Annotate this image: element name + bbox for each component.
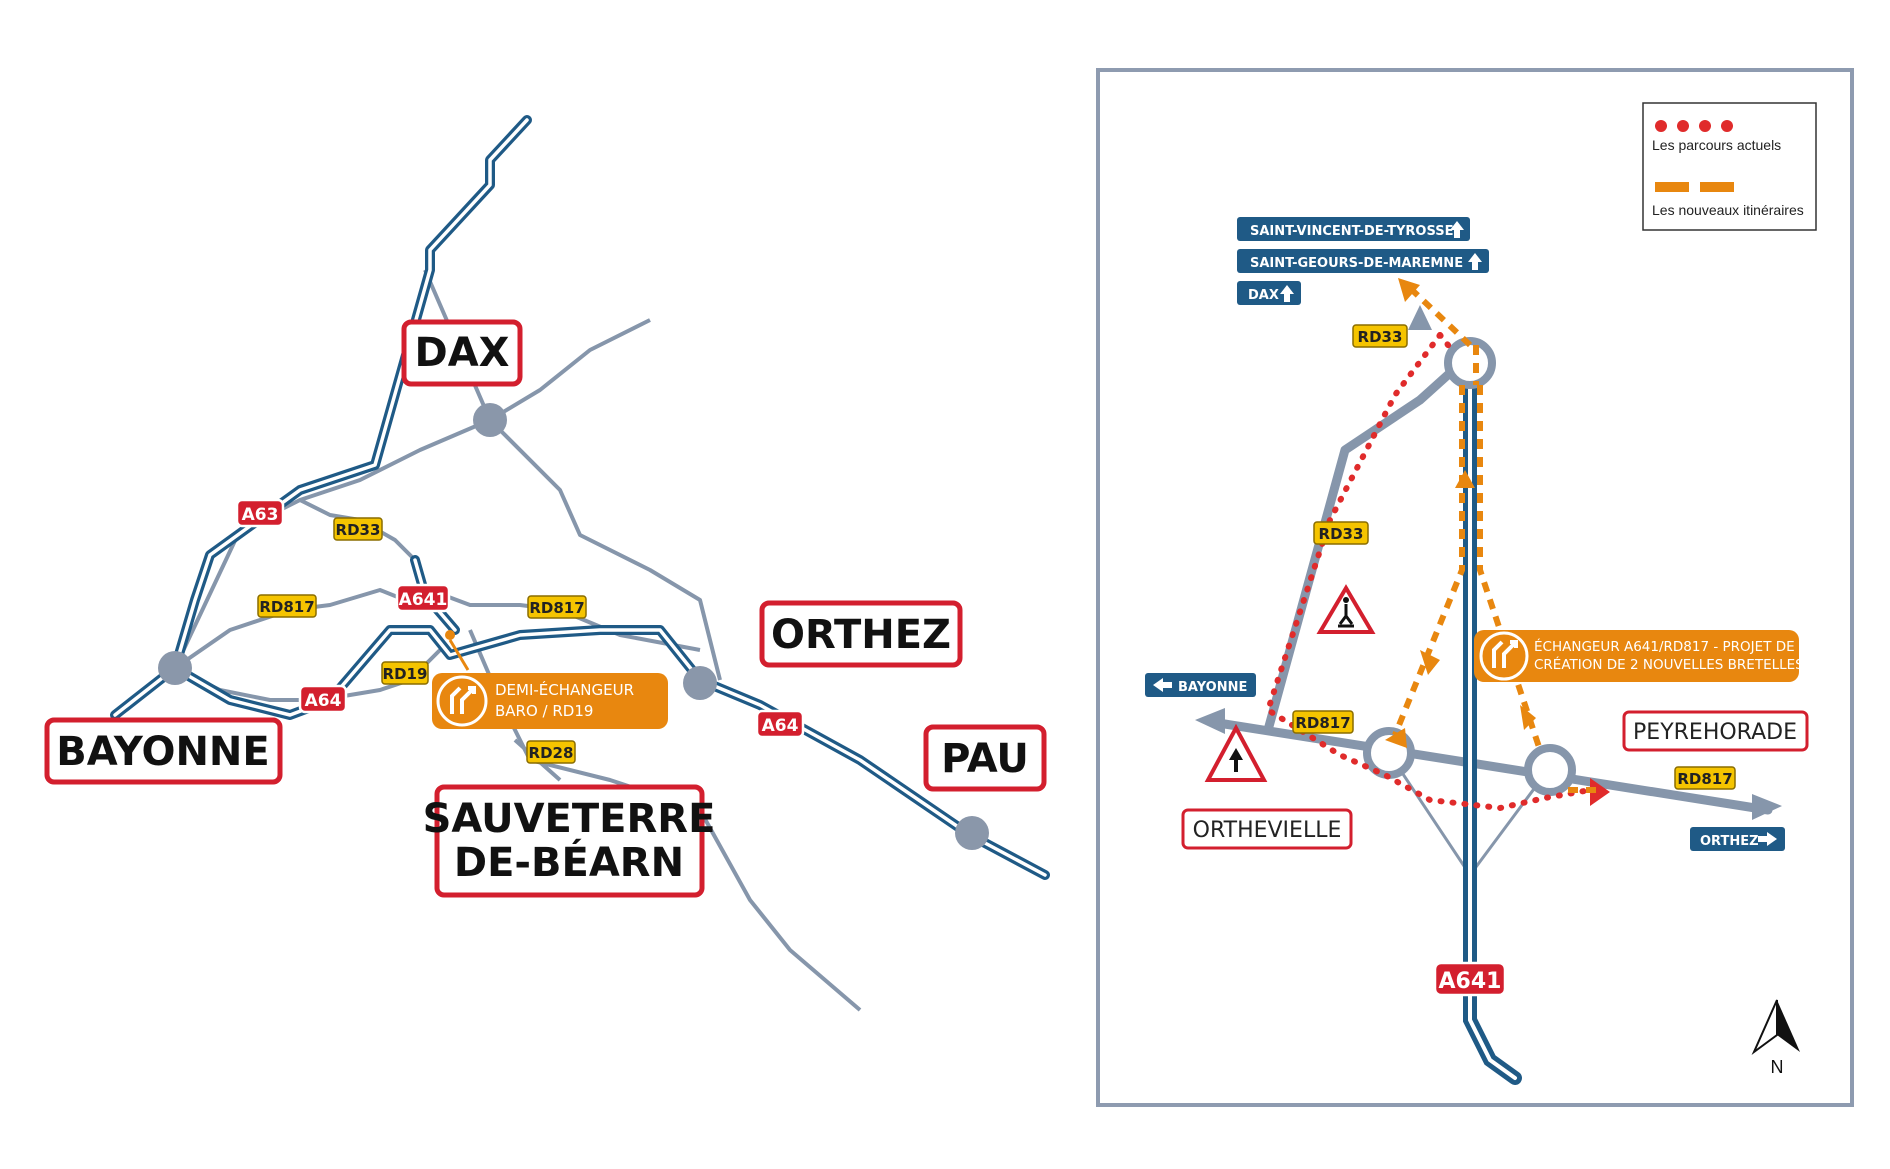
detail-shield-rd817-right-text: RD817 — [1677, 770, 1732, 788]
bayonne-interchange — [158, 651, 192, 685]
sign-bayonne-text: BAYONNE — [1178, 680, 1247, 695]
place-peyrehorade-text: PEYREHORADE — [1633, 720, 1797, 745]
shield-a641-text: A641 — [399, 590, 448, 610]
city-orthez-text: ORTHEZ — [771, 612, 951, 658]
interchange-icon-glyph — [450, 686, 476, 714]
sign-orthez-text: ORTHEZ — [1700, 834, 1759, 849]
baro-interchange-marker — [445, 630, 470, 671]
arrow-right-icon — [1758, 832, 1777, 846]
rd33-arrowhead — [1408, 305, 1432, 330]
legend-new-text: Les nouveaux itinéraires — [1652, 202, 1804, 218]
city-sauveterre-line2: DE-BÉARN — [454, 838, 684, 886]
orthez-interchange — [683, 666, 717, 700]
shield-rd817-west: RD817 — [257, 594, 317, 618]
city-bayonne-text: BAYONNE — [56, 729, 269, 775]
shield-a64-east-text: A64 — [762, 716, 799, 736]
city-label-orthez: ORTHEZ — [759, 600, 963, 668]
city-dax-text: DAX — [415, 330, 510, 376]
shield-rd817-west-text: RD817 — [259, 598, 314, 616]
sign-saint-vincent-text: SAINT-VINCENT-DE-TYROSSE — [1250, 224, 1454, 239]
detail-shield-a641: A641 — [1433, 961, 1507, 997]
callout-line2: BARO / RD19 — [495, 702, 593, 720]
shield-rd28: RD28 — [526, 740, 576, 764]
a641-motorway-detail — [1463, 363, 1522, 1085]
roundabout-north — [1444, 337, 1496, 389]
interchange-icon-glyph — [1492, 640, 1518, 668]
detail-map: Les parcours actuels Les nouveaux itinér… — [1096, 68, 1854, 1107]
city-sauveterre-line1: SAUVETERRE — [423, 796, 716, 842]
roundabout-east — [1524, 744, 1576, 796]
detail-shield-rd817-left-text: RD817 — [1295, 714, 1350, 732]
dax-interchange — [473, 403, 507, 437]
road-narrowing-warning-icon — [1204, 723, 1268, 782]
road-dax-bayonne — [173, 418, 491, 669]
new-route-arrowheads — [1385, 278, 1536, 748]
shield-a63-text: A63 — [242, 505, 279, 525]
current-routes — [1264, 332, 1593, 812]
detail-shield-rd33-top: RD33 — [1352, 324, 1408, 348]
city-label-dax: DAX — [401, 319, 523, 387]
detail-shield-rd817-right: RD817 — [1674, 766, 1736, 790]
shield-rd817-east-text: RD817 — [529, 599, 584, 617]
north-arrow-icon: N — [1751, 999, 1800, 1077]
place-peyrehorade: PEYREHORADE — [1622, 710, 1809, 752]
legend-dash-1 — [1655, 182, 1689, 192]
pau-interchange — [955, 816, 989, 850]
shield-a64-east: A64 — [755, 709, 805, 739]
arrow-up-icon — [1280, 285, 1294, 302]
city-label-sauveterre: SAUVETERRE DE-BÉARN — [423, 784, 716, 898]
detail-callout: ÉCHANGEUR A641/RD817 - PROJET DE CRÉATIO… — [1474, 630, 1804, 682]
road-dax-east — [488, 318, 651, 422]
sign-dax-text: DAX — [1248, 288, 1279, 303]
detail-shield-rd817-left: RD817 — [1292, 710, 1354, 734]
arrow-up-icon — [1468, 253, 1482, 270]
detail-shield-a641-text: A641 — [1439, 969, 1502, 994]
north-label: N — [1771, 1057, 1784, 1077]
shield-rd19: RD19 — [381, 661, 429, 685]
place-orthevielle-text: ORTHEVIELLE — [1193, 818, 1342, 843]
detail-shield-rd33-top-text: RD33 — [1358, 328, 1403, 346]
shield-a64-west: A64 — [298, 684, 348, 714]
place-orthevielle: ORTHEVIELLE — [1181, 808, 1353, 850]
pedestrian-warning-icon — [1316, 584, 1376, 634]
callout-line1: DEMI-ÉCHANGEUR — [495, 680, 634, 699]
detail-callout-line2: CRÉATION DE 2 NOUVELLES BRETELLES — [1534, 656, 1804, 673]
sign-orthez: ORTHEZ — [1690, 827, 1785, 851]
detail-shield-rd33-mid: RD33 — [1313, 521, 1369, 545]
arrow-up-icon — [1450, 221, 1464, 238]
sign-dax: DAX — [1237, 281, 1301, 305]
legend: Les parcours actuels Les nouveaux itinér… — [1642, 102, 1817, 231]
shield-a64-west-text: A64 — [305, 691, 342, 711]
sign-saint-geours: SAINT-GEOURS-DE-MAREMNE — [1237, 249, 1489, 273]
legend-dots-symbol — [1655, 120, 1733, 132]
sign-bayonne: BAYONNE — [1145, 673, 1256, 697]
shield-rd33-text: RD33 — [336, 521, 381, 539]
shield-rd817-east: RD817 — [527, 595, 587, 619]
detail-shield-rd33-mid-text: RD33 — [1319, 525, 1364, 543]
legend-current-text: Les parcours actuels — [1652, 137, 1781, 153]
baro-callout: DEMI-ÉCHANGEUR BARO / RD19 — [432, 673, 668, 729]
sign-saint-vincent: SAINT-VINCENT-DE-TYROSSE — [1237, 217, 1470, 241]
city-pau-text: PAU — [941, 736, 1029, 782]
interchanges — [158, 403, 989, 850]
rd817-west-arrowhead — [1195, 708, 1225, 734]
legend-dash-2 — [1700, 182, 1734, 192]
shield-rd28-text: RD28 — [529, 744, 574, 762]
rd817-east-arrowhead — [1752, 794, 1782, 820]
overview-map: DAX ORTHEZ PAU BAYONNE SAUVETERRE DE-BÉA… — [44, 115, 1050, 1012]
a63-motorway — [110, 115, 532, 720]
arrow-left-icon — [1153, 678, 1172, 692]
sign-saint-geours-text: SAINT-GEOURS-DE-MAREMNE — [1250, 256, 1463, 271]
shield-rd19-text: RD19 — [383, 665, 428, 683]
new-routes — [1392, 285, 1600, 793]
shield-a63: A63 — [235, 498, 285, 528]
shield-rd33: RD33 — [333, 517, 383, 541]
shield-a641: A641 — [395, 583, 451, 613]
city-label-bayonne: BAYONNE — [44, 717, 283, 785]
detail-callout-line1: ÉCHANGEUR A641/RD817 - PROJET DE — [1534, 638, 1795, 655]
city-label-pau: PAU — [923, 724, 1047, 792]
rd817-road — [1207, 717, 1773, 815]
current-route-arrowhead — [1590, 778, 1610, 806]
